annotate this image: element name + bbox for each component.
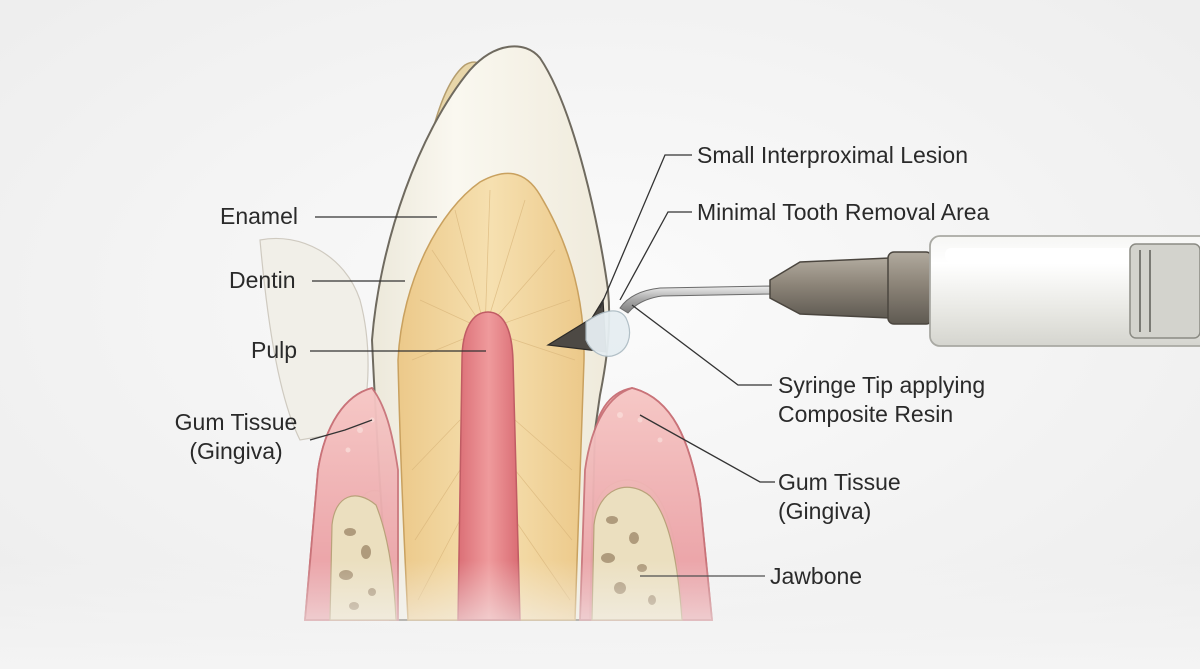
- leader-gum-left: [309, 419, 373, 441]
- leader-removal: [619, 211, 692, 301]
- gum-texture: [345, 412, 663, 453]
- label-gum-right: Gum Tissue (Gingiva): [778, 469, 901, 524]
- tooth-pulp: [457, 311, 521, 621]
- label-lesion: Small Interproximal Lesion: [697, 142, 969, 168]
- leader-gum-right: [639, 414, 775, 483]
- label-pulp: Pulp: [251, 337, 298, 363]
- syringe-hub-collar: [887, 251, 933, 325]
- bottom-fade: [0, 560, 1200, 669]
- leader-lines: [309, 154, 775, 577]
- label-dentin: Dentin: [229, 267, 296, 293]
- label-syringe: Syringe Tip applying Composite Resin: [778, 372, 986, 427]
- label-enamel: Enamel: [220, 203, 298, 229]
- syringe-plunger: [1129, 243, 1200, 339]
- label-jawbone: Jawbone: [770, 563, 863, 589]
- leader-syringe: [631, 304, 772, 386]
- label-removal: Minimal Tooth Removal Area: [697, 199, 990, 225]
- syringe-barrel-highlight: [945, 248, 1185, 262]
- label-gum-left: Gum Tissue (Gingiva): [174, 409, 298, 464]
- leader-lesion: [599, 154, 692, 309]
- composite-resin-blob: [585, 310, 631, 357]
